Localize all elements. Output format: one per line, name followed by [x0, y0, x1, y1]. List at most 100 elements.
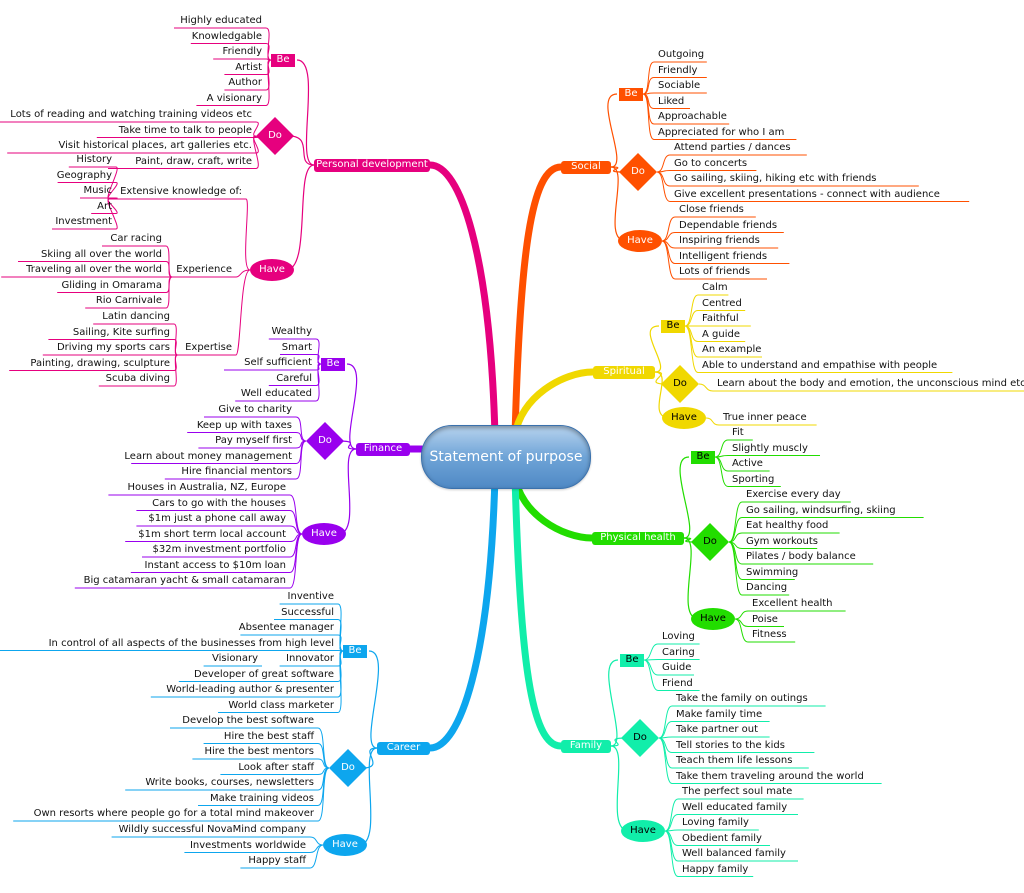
topic-career[interactable]: Career [386, 742, 421, 753]
leaf-give-excellent-presentations-connect-with-audience[interactable]: Give excellent presentations - connect w… [674, 188, 940, 200]
leaf-geography[interactable]: Geography [56, 169, 112, 181]
leaf-fit[interactable]: Fit [732, 427, 744, 438]
leaf-go-sailing-skiing-hiking-etc-with-friends[interactable]: Go sailing, skiing, hiking etc with frie… [674, 173, 877, 184]
group-personal-development-be[interactable]: Be [276, 54, 290, 65]
leaf-take-partner-out[interactable]: Take partner out [676, 724, 759, 735]
leaf-take-the-family-on-outings[interactable]: Take the family on outings [676, 693, 808, 704]
leaf-hire-the-best-mentors[interactable]: Hire the best mentors [204, 746, 314, 757]
leaf-obedient-family[interactable]: Obedient family [682, 832, 762, 844]
group-physical-health-do[interactable]: Do [703, 536, 717, 547]
leaf-happy-staff[interactable]: Happy staff [248, 855, 306, 866]
group-physical-health-be[interactable]: Be [696, 451, 710, 462]
leaf-visionary[interactable]: Visionary [211, 653, 258, 664]
leaf-1m-short-term-local-account[interactable]: $1m short term local account [138, 528, 286, 540]
leaf-hire-financial-mentors[interactable]: Hire financial mentors [181, 466, 292, 477]
leaf-author[interactable]: Author [228, 77, 262, 88]
leaf-intelligent-friends[interactable]: Intelligent friends [679, 250, 768, 262]
topic-finance[interactable]: Finance [363, 443, 403, 454]
leaf-happy-family[interactable]: Happy family [682, 863, 749, 875]
leaf-well-educated[interactable]: Well educated [240, 388, 312, 399]
topic-spiritual[interactable]: Spiritual [603, 366, 645, 377]
group-career-do[interactable]: Do [341, 762, 355, 773]
leaf-cars-to-go-with-the-houses[interactable]: Cars to go with the houses [152, 497, 286, 509]
leaf-loving[interactable]: Loving [662, 631, 695, 642]
leaf-inventive[interactable]: Inventive [287, 591, 334, 602]
leaf-successful[interactable]: Successful [281, 606, 334, 618]
leaf-dependable-friends[interactable]: Dependable friends [679, 219, 778, 231]
group-spiritual-have[interactable]: Have [671, 412, 697, 423]
leaf-learn-about-money-management[interactable]: Learn about money management [124, 450, 292, 462]
leaf-approachable[interactable]: Approachable [658, 111, 727, 122]
leaf-artist[interactable]: Artist [235, 61, 262, 73]
leaf-guide[interactable]: Guide [662, 662, 692, 673]
leaf-history[interactable]: History [76, 154, 112, 165]
leaf-art[interactable]: Art [97, 200, 112, 212]
group-family-do[interactable]: Do [633, 732, 647, 743]
subtopic-experience[interactable]: Experience [176, 264, 232, 275]
group-finance-have[interactable]: Have [311, 528, 337, 539]
leaf-able-to-understand-and-empathise-with-people[interactable]: Able to understand and empathise with pe… [702, 359, 938, 371]
leaf-teach-them-life-lessons[interactable]: Teach them life lessons [676, 755, 793, 766]
leaf-paint-draw-craft-write[interactable]: Paint, draw, craft, write [135, 155, 252, 167]
leaf-driving-my-sports-cars[interactable]: Driving my sports cars [56, 342, 170, 353]
leaf-tell-stories-to-the-kids[interactable]: Tell stories to the kids [676, 739, 785, 751]
leaf-the-perfect-soul-mate[interactable]: The perfect soul mate [682, 786, 793, 797]
leaf-an-example[interactable]: An example [702, 344, 762, 355]
leaf-sporting[interactable]: Sporting [732, 473, 775, 485]
leaf-centred[interactable]: Centred [702, 297, 742, 309]
leaf-in-control-of-all-aspects-of-the-businesses-from-high-level[interactable]: In control of all aspects of the busines… [48, 637, 334, 649]
leaf-lots-of-reading-and-watching-training-videos-etc[interactable]: Lots of reading and watching training vi… [10, 109, 252, 120]
leaf-go-sailing-windsurfing-skiing[interactable]: Go sailing, windsurfing, skiing [746, 504, 896, 516]
leaf-a-guide[interactable]: A guide [702, 328, 740, 340]
leaf-close-friends[interactable]: Close friends [679, 204, 744, 215]
leaf-go-to-concerts[interactable]: Go to concerts [674, 157, 748, 169]
leaf-faithful[interactable]: Faithful [702, 313, 739, 324]
leaf-smart[interactable]: Smart [281, 341, 312, 353]
leaf-make-training-videos[interactable]: Make training videos [210, 792, 314, 804]
leaf-swimming[interactable]: Swimming [746, 566, 799, 578]
leaf-sailing-kite-surfing[interactable]: Sailing, Kite surfing [72, 326, 170, 338]
leaf-learn-about-the-body-and-emotion-the-unconscious-mind-etc[interactable]: Learn about the body and emotion, the un… [717, 378, 1024, 389]
leaf-innovator[interactable]: Innovator [286, 653, 334, 664]
leaf-gym-workouts[interactable]: Gym workouts [746, 535, 819, 547]
leaf-painting-drawing-sculpture[interactable]: Painting, drawing, sculpture [30, 357, 170, 369]
leaf-32m-investment-portfolio[interactable]: $32m investment portfolio [152, 544, 286, 555]
leaf-keep-up-with-taxes[interactable]: Keep up with taxes [196, 419, 292, 431]
leaf-eat-healthy-food[interactable]: Eat healthy food [746, 520, 829, 531]
leaf-knowledgable[interactable]: Knowledgable [191, 30, 262, 42]
leaf-1m-just-a-phone-call-away[interactable]: $1m just a phone call away [148, 513, 286, 524]
leaf-houses-in-australia-nz-europe[interactable]: Houses in Australia, NZ, Europe [127, 482, 286, 493]
leaf-world-class-marketer[interactable]: World class marketer [228, 699, 334, 711]
leaf-lots-of-friends[interactable]: Lots of friends [679, 266, 751, 277]
leaf-poise[interactable]: Poise [752, 613, 778, 625]
group-personal-development-have[interactable]: Have [259, 264, 285, 275]
leaf-pilates-body-balance[interactable]: Pilates / body balance [746, 551, 856, 562]
leaf-attend-parties-dances[interactable]: Attend parties / dances [674, 142, 791, 153]
leaf-friend[interactable]: Friend [662, 677, 693, 689]
leaf-exercise-every-day[interactable]: Exercise every day [746, 489, 841, 500]
central-topic[interactable]: Statement of purpose [421, 425, 591, 489]
leaf-gliding-in-omarama[interactable]: Gliding in Omarama [61, 279, 162, 291]
leaf-scuba-diving[interactable]: Scuba diving [105, 373, 170, 384]
leaf-true-inner-peace[interactable]: True inner peace [723, 412, 807, 423]
leaf-own-resorts-where-people-go-for-a-total-mind-makeover[interactable]: Own resorts where people go for a total … [33, 808, 314, 819]
leaf-sociable[interactable]: Sociable [658, 80, 701, 91]
leaf-outgoing[interactable]: Outgoing [658, 49, 705, 60]
group-social-be[interactable]: Be [624, 88, 638, 99]
leaf-highly-educated[interactable]: Highly educated [180, 15, 262, 26]
topic-family[interactable]: Family [569, 740, 603, 751]
leaf-loving-family[interactable]: Loving family [682, 817, 749, 828]
leaf-skiing-all-over-the-world[interactable]: Skiing all over the world [40, 248, 162, 260]
leaf-rio-carnivale[interactable]: Rio Carnivale [95, 295, 162, 306]
leaf-friendly[interactable]: Friendly [222, 46, 262, 57]
leaf-caring[interactable]: Caring [662, 646, 695, 658]
leaf-take-them-traveling-around-the-world[interactable]: Take them traveling around the world [676, 770, 864, 782]
leaf-liked[interactable]: Liked [658, 95, 685, 107]
group-family-have[interactable]: Have [630, 825, 656, 836]
subtopic-expertise[interactable]: Expertise [185, 342, 232, 353]
group-social-have[interactable]: Have [627, 235, 653, 246]
group-career-be[interactable]: Be [348, 645, 362, 656]
leaf-wealthy[interactable]: Wealthy [271, 326, 312, 337]
leaf-make-family-time[interactable]: Make family time [676, 708, 763, 720]
topic-personal-development[interactable]: Personal development [316, 159, 428, 170]
